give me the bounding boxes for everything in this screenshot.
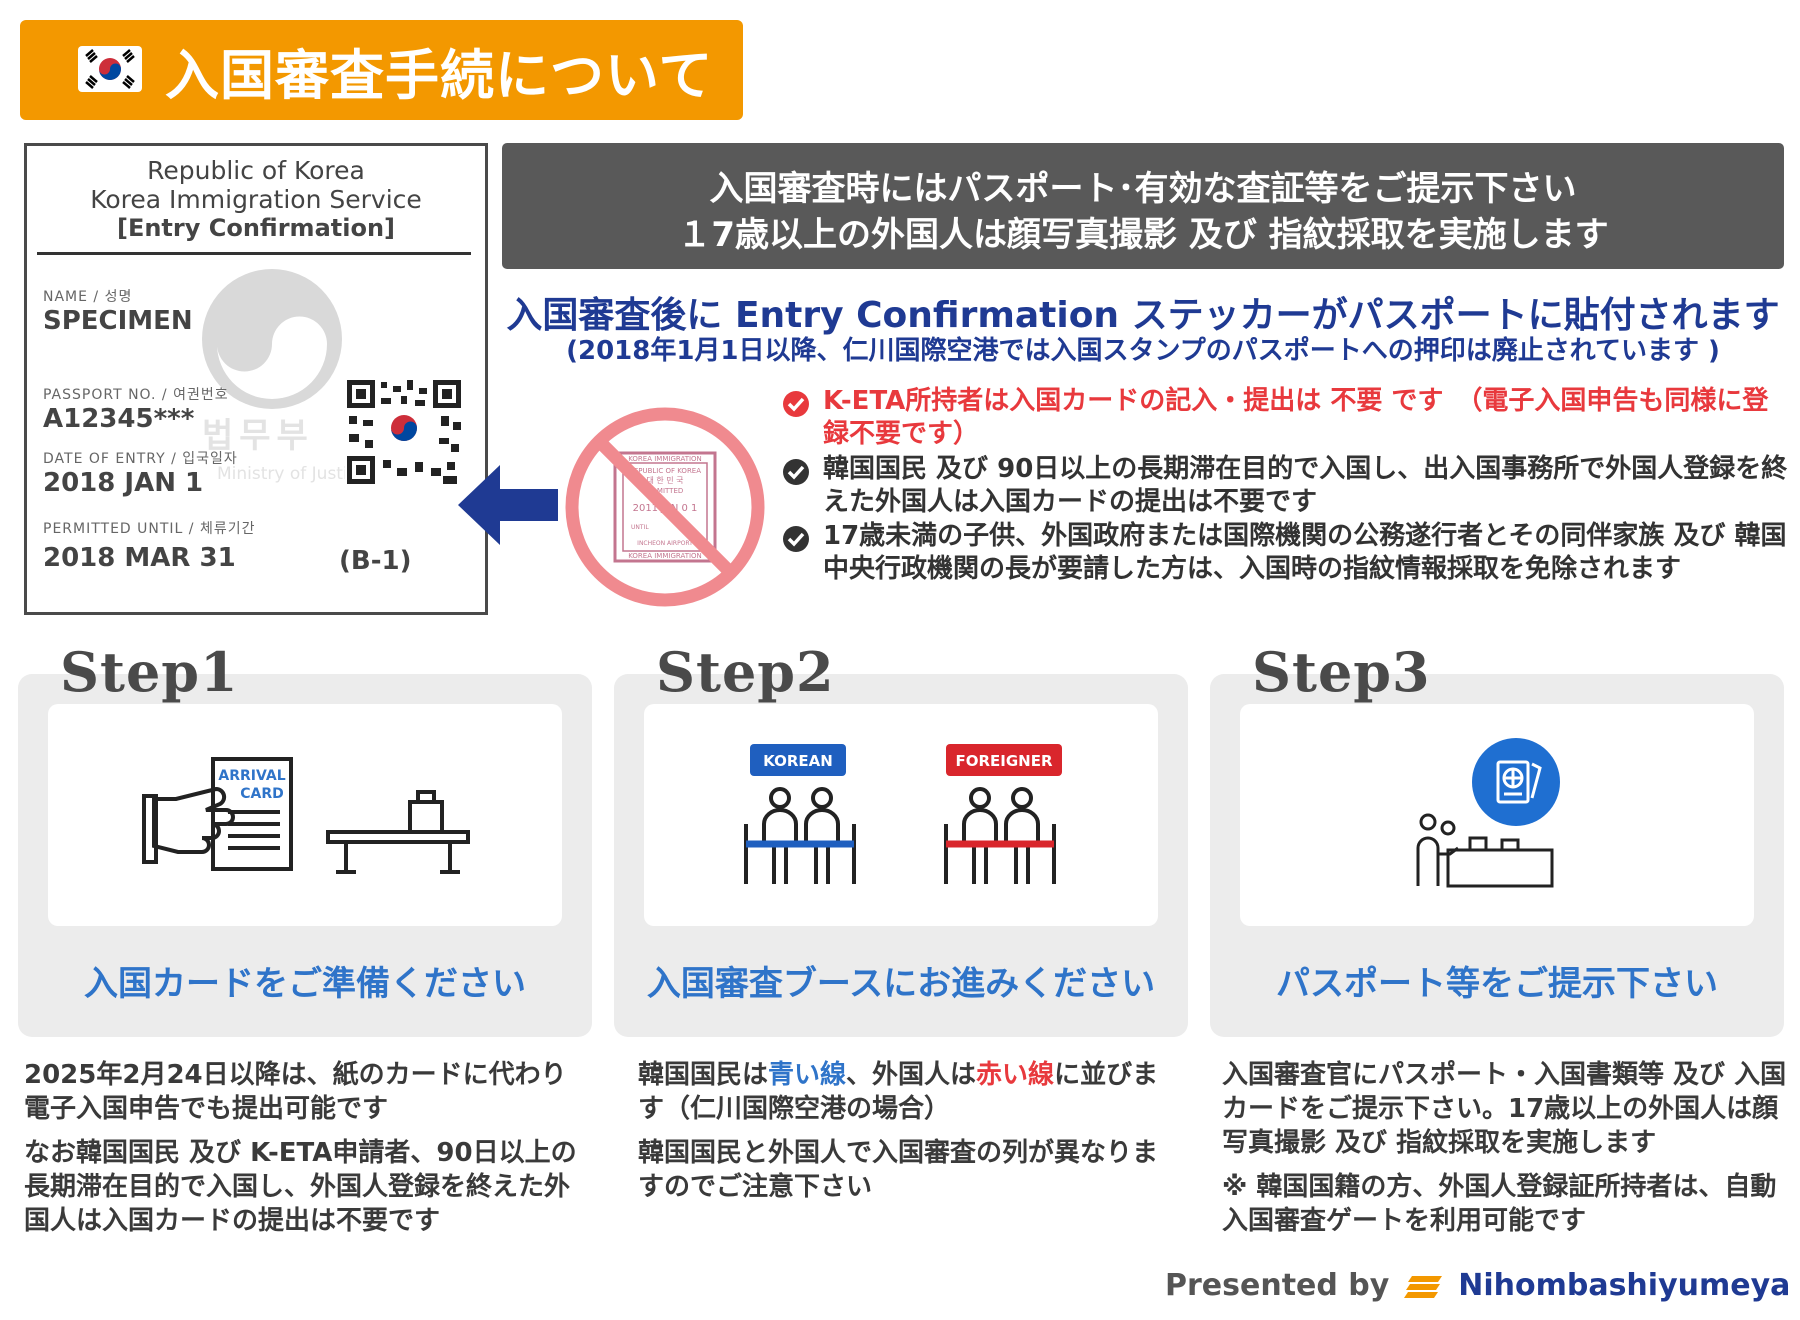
step-2-desc-text: に並びます（仁川国際空港の場合） bbox=[638, 1060, 1159, 1124]
step-2-description: 韓国国民は青い線、外国人は赤い線に並びます（仁川国際空港の場合） 韓国国民と外国… bbox=[638, 1058, 1178, 1214]
footer-credit: Presented by Nihombashiyumeya bbox=[1165, 1268, 1790, 1303]
step-2-desc-p2: 韓国国民と外国人で入国審査の列が異なりますのでご注意下さい bbox=[638, 1138, 1159, 1202]
step-2-desc-text: 韓国国民は bbox=[638, 1060, 769, 1090]
step-1-title: Step1 bbox=[60, 640, 239, 704]
stamp-text-top: KOREA IMMIGRATION bbox=[628, 455, 702, 463]
sticker-heading: 入国審査後に Entry Confirmation ステッカーがパスポートに貼付… bbox=[506, 295, 1780, 336]
info-banner: 入国審査時にはパスポート･有効な査証等をご提示下さい １7歳以上の外国人は顔写真… bbox=[502, 143, 1784, 269]
step-1-caption: 入国カードをご準備ください bbox=[84, 964, 526, 1004]
step-1-desc-p2: なお韓国国民 及び K-ETA申請者、90日以上の長期滞在目的で入国し、外国人登… bbox=[24, 1138, 577, 1236]
stamp-text-side: KOREA IMMIGRATION bbox=[628, 552, 702, 560]
blue-line-text: 青い線 bbox=[768, 1060, 847, 1090]
page-title: 入国審査手続について bbox=[165, 44, 714, 107]
step-2-title: Step2 bbox=[656, 640, 835, 704]
sticker-note: (2018年1月1日以降、仁川国際空港では入国スタンプのパスポートへの押印は廃止… bbox=[566, 336, 1720, 366]
step-2-desc-p1: 韓国国民は青い線、外国人は赤い線に並びます（仁川国際空港の場合） bbox=[638, 1058, 1178, 1126]
label-foreigner: FOREIGNER bbox=[955, 752, 1052, 770]
brand-name: Nihombashiyumeya bbox=[1458, 1268, 1791, 1303]
card-name-label: NAME / 성명 bbox=[43, 289, 133, 305]
step-3-description: 入国審査官にパスポート・入国書類等 及び 入国カードをご提示下さい。17歳以上の… bbox=[1222, 1058, 1787, 1248]
card-agency: Korea Immigration Service bbox=[90, 185, 422, 214]
step-1-description: 2025年2月24日以降は、紙のカードに代わり電子入国申告でも提出可能です なお… bbox=[24, 1058, 590, 1248]
qr-code-icon bbox=[345, 378, 463, 486]
prohibited-stamp-icon: KOREA IMMIGRATION REPUBLIC OF KOREA 대 한 … bbox=[565, 407, 765, 607]
stamp-text-mid1: REPUBLIC OF KOREA bbox=[629, 467, 701, 475]
check-circle-icon bbox=[783, 391, 809, 417]
step-3-title: Step3 bbox=[1252, 640, 1431, 704]
banner-line-2: １7歳以上の外国人は顔写真撮影 及び 指紋採取を実施します bbox=[677, 215, 1609, 255]
arrow-left-icon bbox=[458, 465, 558, 545]
card-watermark-sub: Ministry of Justice bbox=[217, 464, 368, 484]
check-circle-icon bbox=[783, 526, 809, 552]
stamp-text-mid2: 대 한 민 국 bbox=[646, 475, 683, 485]
step-3-illustration bbox=[1240, 704, 1754, 926]
card-heading: [Entry Confirmation] bbox=[116, 214, 395, 242]
banner-line-1: 入国審査時にはパスポート･有効な査証等をご提示下さい bbox=[709, 169, 1577, 209]
card-passport-label: PASSPORT NO. / 여권번호 bbox=[43, 387, 229, 403]
government-seal-icon bbox=[202, 269, 342, 409]
red-line-text: 赤い線 bbox=[976, 1060, 1055, 1090]
immigration-lines-icon: KOREAN FOREIGNER bbox=[744, 744, 1062, 884]
entry-confirmation-sticker: Republic of Korea Korea Immigration Serv… bbox=[24, 143, 488, 615]
arrival-label: ARRIVAL bbox=[218, 768, 285, 784]
step-2-caption: 入国審査ブースにお進みください bbox=[646, 964, 1156, 1004]
card-entry-label: DATE OF ENTRY / 입국일자 bbox=[43, 451, 238, 467]
presented-by-text: Presented by bbox=[1165, 1268, 1390, 1303]
note-keta: K-ETA所持者は入国カードの記入・提出は 不要 です （電子入国申告も同様に登… bbox=[823, 386, 1769, 449]
step-1-desc-p1: 2025年2月24日以降は、紙のカードに代わり電子入国申告でも提出可能です bbox=[24, 1060, 567, 1124]
step-1-panel: ARRIVAL CARD 入国カードをご準備ください bbox=[18, 674, 592, 1037]
card-name-value: SPECIMEN bbox=[43, 306, 193, 336]
card-permit-label: PERMITTED UNTIL / 체류기간 bbox=[43, 521, 256, 537]
card-permit-value: 2018 MAR 31 bbox=[43, 543, 236, 573]
card-watermark: 법무부 bbox=[202, 416, 314, 456]
card-country: Republic of Korea bbox=[147, 156, 365, 185]
stamp-text-mid3: ADMITTED bbox=[647, 487, 684, 495]
passport-desk-icon bbox=[1416, 738, 1560, 888]
stamp-text-bottom: INCHEON AIRPORT bbox=[637, 540, 693, 547]
arrival-card-icon: ARRIVAL CARD bbox=[142, 757, 470, 874]
stamp-text-until: UNTIL bbox=[631, 524, 649, 531]
brand-logo-icon bbox=[1403, 1275, 1442, 1298]
step-3-caption: パスポート等をご提示下さい bbox=[1276, 964, 1718, 1004]
korea-flag-icon bbox=[78, 46, 142, 92]
card-visa-type: (B-1) bbox=[339, 546, 412, 576]
note-korean-nationals: 韓国国民 及び 90日以上の長期滞在目的で入国し、出入国事務所で外国人登録を終え… bbox=[823, 454, 1788, 517]
step-3-desc-p1: 入国審査官にパスポート・入国書類等 及び 入国カードをご提示下さい。17歳以上の… bbox=[1222, 1060, 1787, 1158]
card-label: CARD bbox=[240, 786, 284, 802]
label-korean: KOREAN bbox=[763, 752, 833, 770]
step-2-illustration: KOREAN FOREIGNER bbox=[644, 704, 1158, 926]
step-2-panel: KOREAN FOREIGNER 入国審査ブースにお進みください bbox=[614, 674, 1188, 1037]
step-1-illustration: ARRIVAL CARD bbox=[48, 704, 562, 926]
step-2-desc-text: 、外国人は bbox=[846, 1060, 977, 1090]
step-3-panel: パスポート等をご提示下さい bbox=[1210, 674, 1784, 1037]
card-entry-value: 2018 JAN 1 bbox=[43, 468, 204, 498]
note-fingerprint-exemption: 17歳未満の子供、外国政府または国際機関の公務遂行者とその同伴家族 及び 韓国中… bbox=[823, 521, 1787, 584]
check-circle-icon bbox=[783, 459, 809, 485]
card-passport-value: A12345*** bbox=[43, 404, 195, 434]
step-3-desc-p2: ※ 韓国国籍の方、外国人登録証所持者は、自動入国審査ゲートを利用可能です bbox=[1222, 1172, 1777, 1236]
card-divider bbox=[37, 252, 471, 255]
